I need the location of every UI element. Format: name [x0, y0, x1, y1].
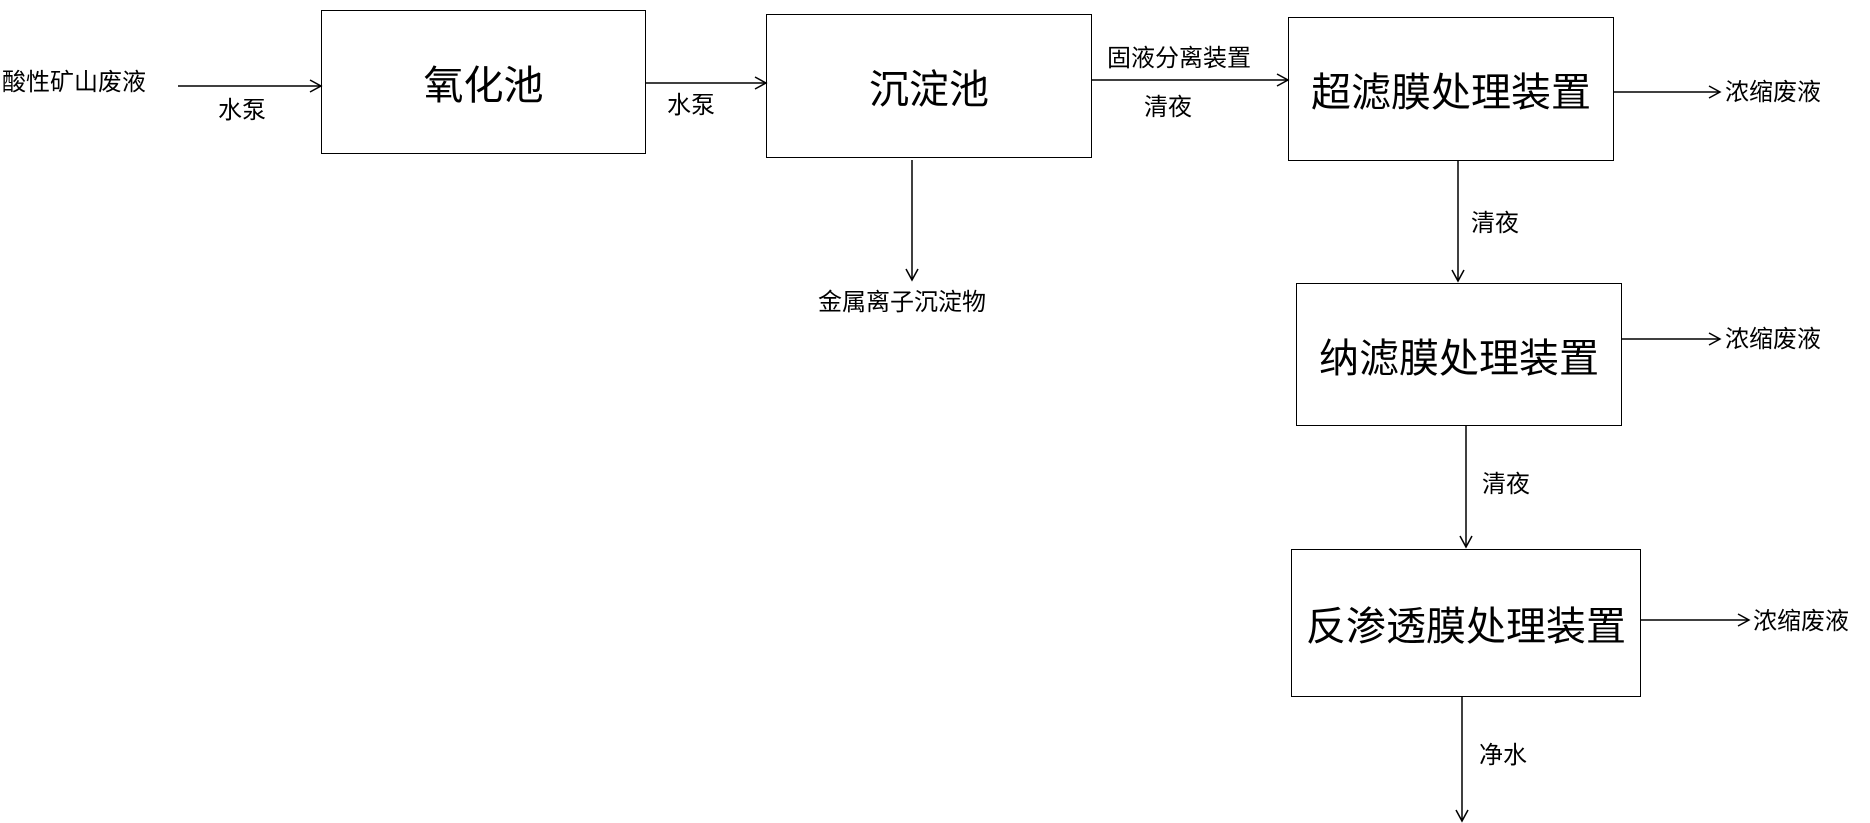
- clear-liquid-label-3: 清夜: [1482, 470, 1530, 498]
- ultrafiltration-label: 超滤膜处理装置: [1311, 70, 1591, 116]
- pump-label-1: 水泵: [218, 96, 266, 124]
- pump-label-2: 水泵: [667, 91, 715, 119]
- sedimentation-pond-box: 沉淀池: [766, 14, 1092, 158]
- precipitate-label: 金属离子沉淀物: [818, 288, 986, 316]
- clear-liquid-label-1: 清夜: [1144, 93, 1192, 121]
- reverse-osmosis-label: 反渗透膜处理装置: [1306, 604, 1626, 650]
- oxidation-pond-label: 氧化池: [423, 63, 544, 109]
- clear-liquid-label-2: 清夜: [1471, 209, 1519, 237]
- solid-liquid-separator-label: 固液分离装置: [1107, 44, 1251, 72]
- oxidation-pond-box: 氧化池: [321, 10, 646, 154]
- concentrate-label-1: 浓缩废液: [1725, 78, 1821, 106]
- reverse-osmosis-box: 反渗透膜处理装置: [1291, 549, 1641, 697]
- nanofiltration-box: 纳滤膜处理装置: [1296, 283, 1622, 426]
- clean-water-label: 净水: [1479, 741, 1527, 769]
- input-label: 酸性矿山废液: [2, 68, 146, 96]
- sedimentation-pond-label: 沉淀池: [869, 67, 989, 113]
- nanofiltration-label: 纳滤膜处理装置: [1319, 335, 1599, 382]
- concentrate-label-3: 浓缩废液: [1753, 607, 1849, 635]
- concentrate-label-2: 浓缩废液: [1725, 325, 1821, 353]
- ultrafiltration-box: 超滤膜处理装置: [1288, 17, 1614, 161]
